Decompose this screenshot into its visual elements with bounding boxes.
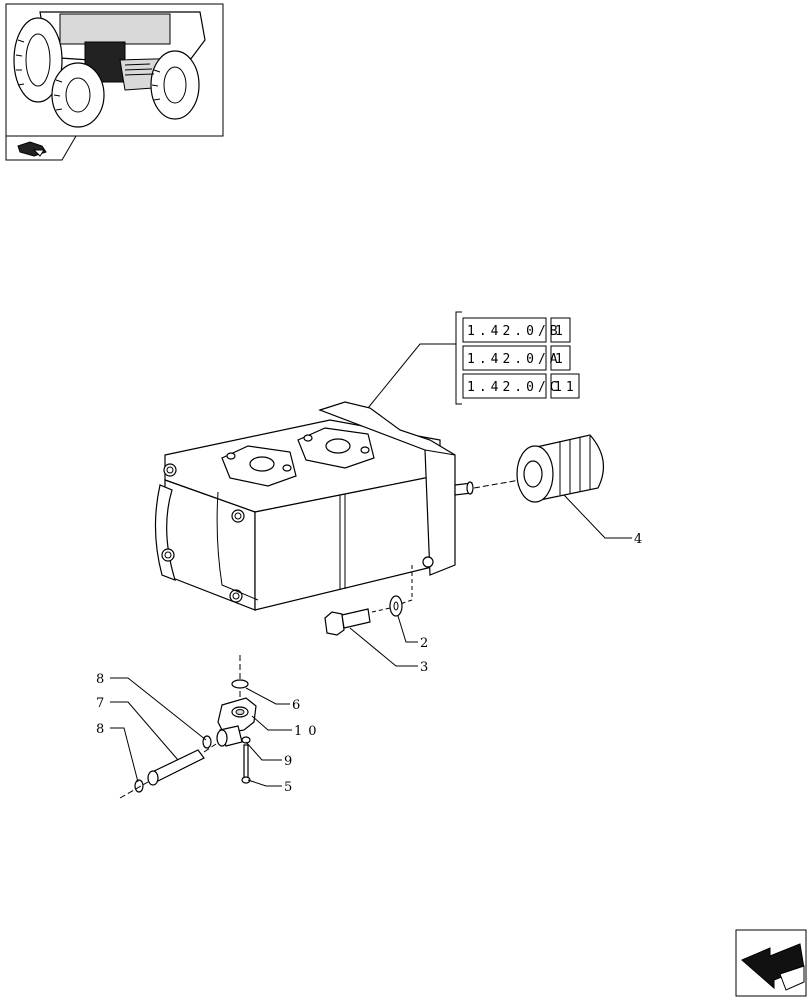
- ref-qty-1: 1: [555, 324, 567, 339]
- callout-8-upper: 8: [96, 672, 104, 687]
- leader-lines: [110, 494, 632, 787]
- reference-table: 1.42.0/B 1 1.42.0/A 1 1.42.0/C 11: [367, 311, 580, 409]
- fitting-assembly: [119, 655, 257, 799]
- callout-6: 6: [292, 698, 300, 713]
- ref-qty-2: 1: [555, 352, 567, 367]
- callout-8-lower: 8: [96, 722, 104, 737]
- callout-3: 3: [420, 660, 428, 675]
- catalog-book-icon: [5, 135, 77, 161]
- ref-qty-3: 11: [554, 380, 578, 395]
- ref-code-2: 1.42.0/A: [467, 352, 562, 367]
- callout-5: 5: [284, 780, 292, 795]
- next-page-arrow-icon[interactable]: [735, 929, 807, 997]
- callout-2: 2: [420, 636, 428, 651]
- tractor-thumbnail-icon: [5, 3, 224, 137]
- callout-7: 7: [96, 696, 104, 711]
- coupling-sleeve: [516, 434, 605, 503]
- hydraulic-pump: [154, 401, 474, 611]
- callout-10: 10: [294, 724, 323, 739]
- bolt-and-washer: [324, 565, 413, 636]
- callout-4: 4: [634, 532, 642, 547]
- ref-code-3: 1.42.0/C: [467, 380, 562, 395]
- callout-9: 9: [284, 754, 292, 769]
- ref-code-1: 1.42.0/B: [467, 324, 562, 339]
